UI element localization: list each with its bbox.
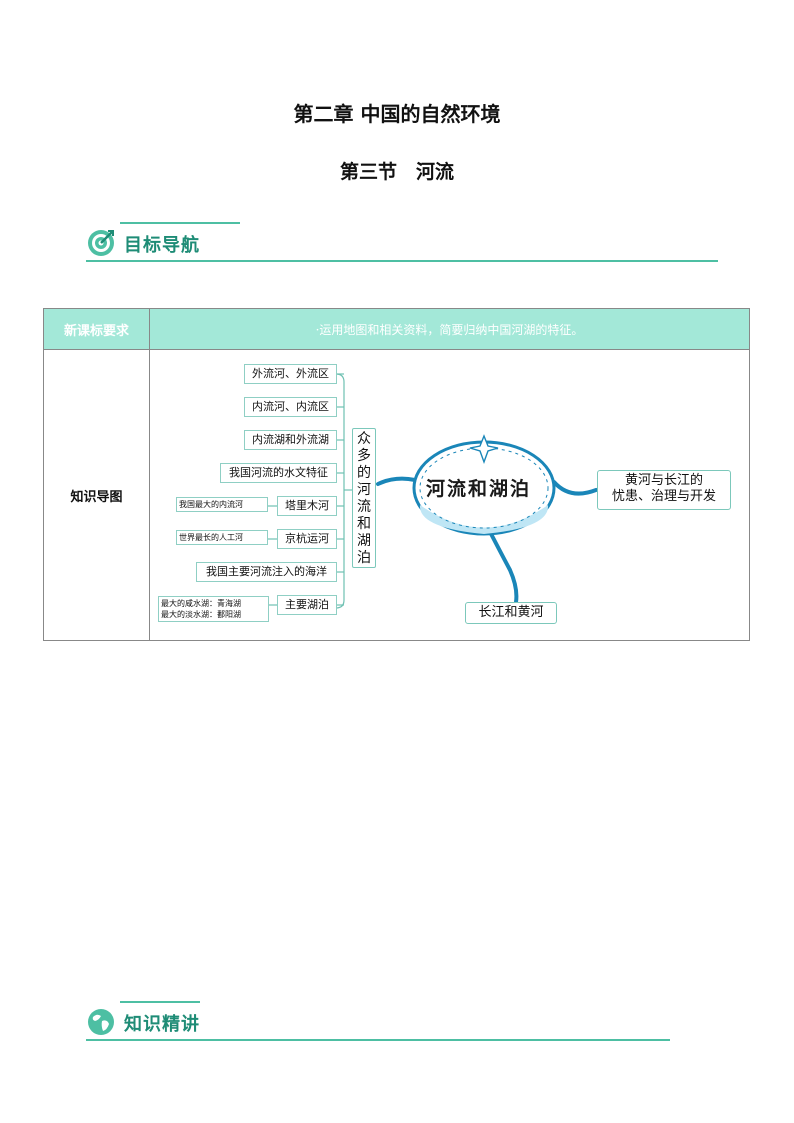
mindmap-item-tarim: 塔里木河 [277,496,337,516]
mindmap-connectors [268,373,598,609]
row-label-knowledge-map: 知识导图 [43,349,150,641]
mindmap-item-grand-canal: 京杭运河 [277,529,337,549]
note-lakes: 最大的咸水湖：青海湖 最大的淡水湖：鄱阳湖 [158,596,269,622]
header-bottomline [86,1039,670,1041]
goal-section-label: 目标导航 [124,235,200,256]
mindmap-item-main-lakes: 主要湖泊 [277,595,337,615]
mindmap-branch-bottom: 长江和黄河 [465,602,557,624]
goal-section-header: 目标导航 [86,222,718,262]
header-cell-requirement-text: ·运用地图和相关资料，简要归纳中国河湖的特征。 [149,308,750,350]
header-topline [120,222,240,224]
header-cell-requirement: 新课标要求 [43,308,150,350]
mindmap-item-endorheic-river: 内流河、内流区 [244,397,337,417]
header-bottomline [86,260,718,262]
mindmap: 外流河、外流区 内流河、内流区 内流湖和外流湖 我国河流的水文特征 塔里木河 京… [150,350,749,640]
section-title: 第三节 河流 [339,161,454,183]
globe-icon [88,1009,114,1035]
mindmap-item-lakes-types: 内流湖和外流湖 [244,430,337,450]
note-lakes-salt: 最大的咸水湖：青海湖 [161,599,241,608]
header-topline [120,1001,200,1003]
note-tarim: 我国最大的内流河 [176,497,268,512]
mindmap-branch-right: 黄河与长江的 忧患、治理与开发 [597,470,731,510]
target-icon [88,230,114,256]
note-grand-canal: 世界最长的人工河 [176,530,268,545]
mindmap-cell: 外流河、外流区 内流河、内流区 内流湖和外流湖 我国河流的水文特征 塔里木河 京… [149,349,750,641]
mindmap-item-exorheic-river: 外流河、外流区 [244,364,337,384]
branch-right-line-1: 黄河与长江的 [624,473,703,488]
knowledge-section-label: 知识精讲 [124,1014,200,1035]
branch-right-line-2: 忧患、治理与开发 [611,489,716,504]
mindmap-center-label: 河流和湖泊 [426,478,532,500]
requirements-table: 新课标要求 ·运用地图和相关资料，简要归纳中国河湖的特征。 知识导图 [43,308,750,641]
mindmap-item-seas: 我国主要河流注入的海洋 [196,562,337,582]
knowledge-section-header: 知识精讲 [86,1001,670,1041]
note-lakes-fresh: 最大的淡水湖：鄱阳湖 [161,610,241,619]
chapter-title: 第二章 中国的自然环境 [293,102,501,126]
mindmap-item-hydrology: 我国河流的水文特征 [220,463,337,483]
mindmap-branch-main: 众多的河流和湖泊 [352,428,376,568]
